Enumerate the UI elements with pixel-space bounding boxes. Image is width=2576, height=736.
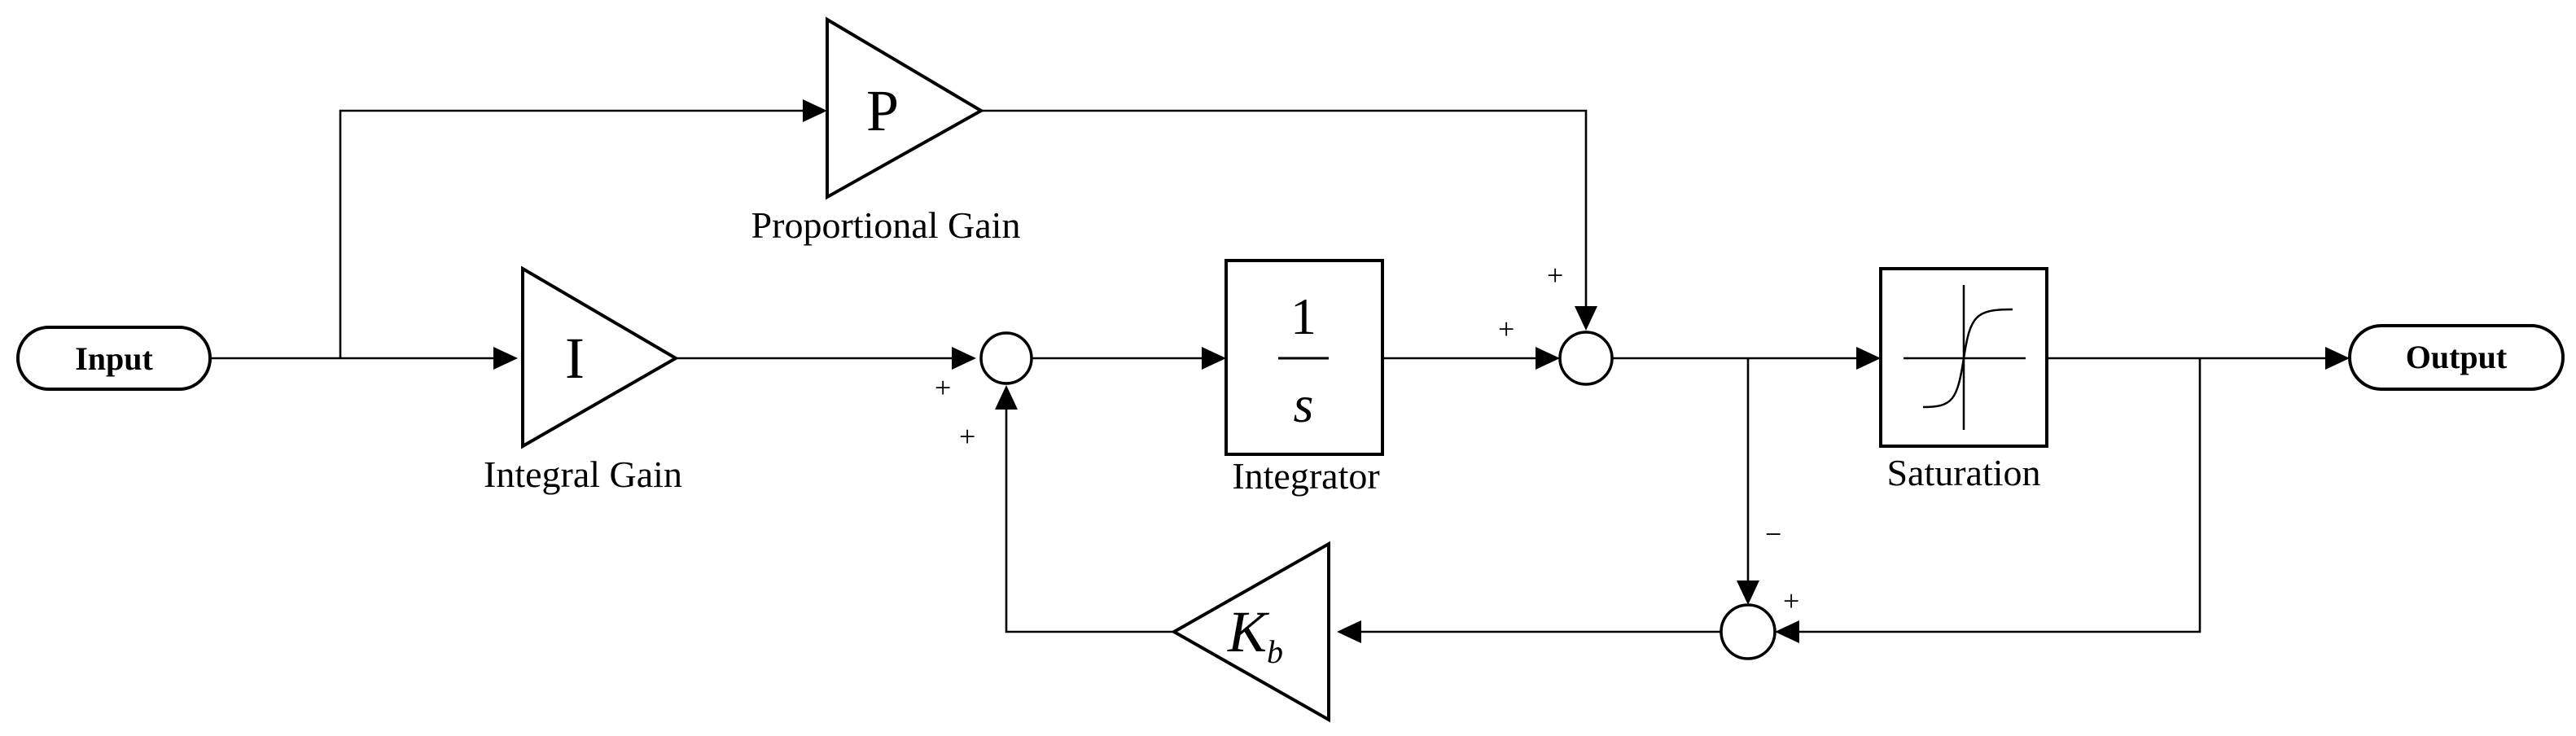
arrowhead-right-icon <box>1202 347 1226 370</box>
arrowhead-right-icon <box>1536 347 1560 370</box>
saturation-curve-icon <box>1922 308 2013 409</box>
arrowhead-right-icon <box>952 347 976 370</box>
saturation-block <box>1879 267 2048 448</box>
integrator-block: 1 s <box>1224 259 1384 456</box>
integral-gain-symbol: I <box>565 326 585 391</box>
proportional-gain-block: P <box>826 16 985 200</box>
integral-gain-label: Integral Gain <box>484 453 682 495</box>
input-terminal: Input <box>16 326 212 391</box>
wire-kb-to-sum1 <box>1005 407 1174 633</box>
arrowhead-right-icon <box>803 99 827 122</box>
sum1-sign-bottom: + <box>959 420 975 453</box>
arrowhead-right-icon <box>1856 347 1881 370</box>
integrator-label: Integrator <box>1232 455 1379 497</box>
sum-junction-1 <box>979 331 1033 385</box>
wire-branch-to-proportional-gain <box>339 109 814 358</box>
arrowhead-left-icon <box>1337 620 1361 643</box>
sum-junction-2 <box>1558 331 1614 386</box>
sum2-sign-left: + <box>1498 313 1514 345</box>
arrowheads <box>493 99 2350 643</box>
sum1-sign-left: + <box>935 371 951 404</box>
back-calculation-gain-block: Kb <box>1170 541 1330 723</box>
saturation-label: Saturation <box>1886 452 2040 493</box>
arrowhead-down-icon <box>1575 306 1597 331</box>
integrator-denominator: s <box>1294 375 1314 433</box>
arrowhead-right-icon <box>2325 347 2350 370</box>
integrator-numerator: 1 <box>1290 287 1316 345</box>
output-terminal-label: Output <box>2406 339 2508 375</box>
wire-proportional-to-sum2 <box>981 109 1588 319</box>
integral-gain-block: I <box>521 265 679 449</box>
proportional-gain-symbol: P <box>866 78 899 143</box>
arrowhead-right-icon <box>493 347 518 370</box>
kb-symbol-subscript: b <box>1267 633 1283 670</box>
sum3-sign-top: − <box>1765 518 1781 550</box>
sum2-sign-top: + <box>1547 259 1563 291</box>
sum-junction-3 <box>1720 603 1776 660</box>
arrowhead-up-icon <box>995 385 1018 410</box>
wire-saturated-to-sum3 <box>1791 358 2201 633</box>
signal-wires <box>210 109 2333 633</box>
output-terminal: Output <box>2348 324 2565 391</box>
kb-symbol-main: K <box>1227 599 1270 664</box>
kb-gain-symbol: Kb <box>1227 599 1283 670</box>
proportional-gain-label: Proportional Gain <box>751 204 1021 246</box>
sum3-sign-right: + <box>1783 585 1799 617</box>
input-terminal-label: Input <box>75 340 153 377</box>
arrowhead-left-icon <box>1775 620 1799 643</box>
arrowhead-down-icon <box>1737 580 1759 605</box>
